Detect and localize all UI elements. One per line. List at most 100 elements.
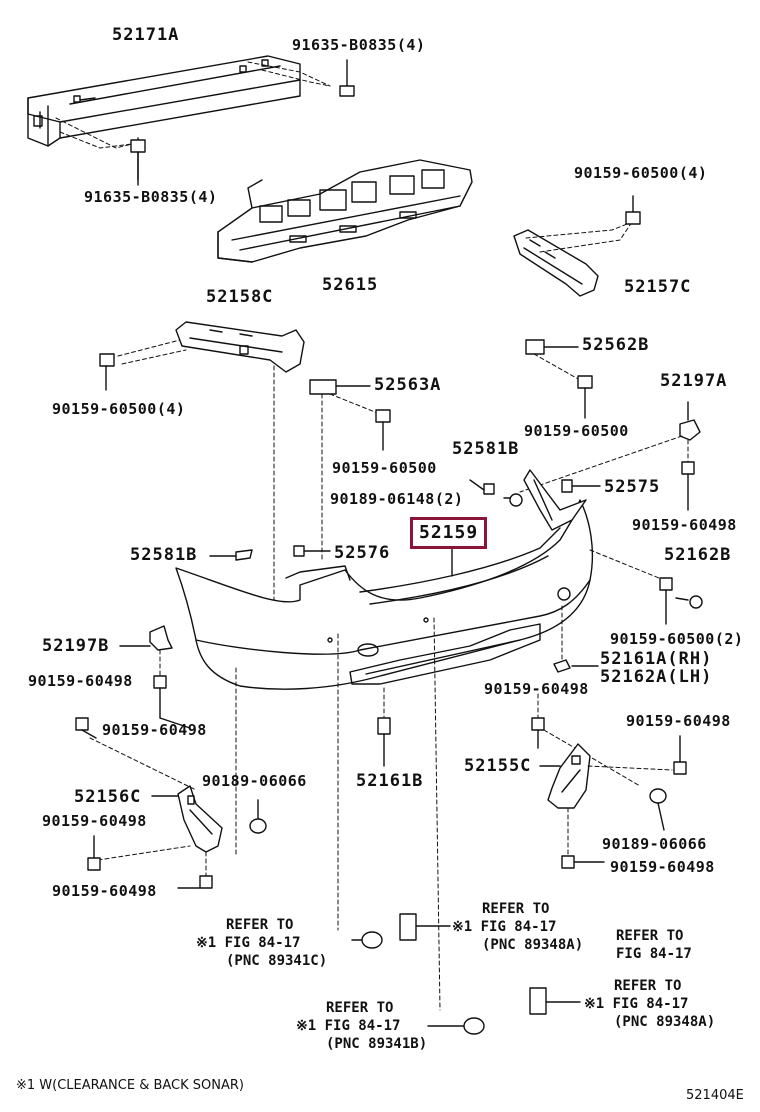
refer-line-3: (PNC 89348A) [482, 937, 584, 953]
label-90189-06066-left: 90189-06066 [202, 772, 307, 790]
sonar-sensor-c [352, 932, 382, 948]
label-90159-60498-l3: 90159-60498 [42, 812, 147, 830]
label-90159-60498-r1: 90159-60498 [632, 516, 737, 534]
label-90159-60498-r2: 90159-60498 [626, 712, 731, 730]
guides-reinforcement [56, 62, 330, 148]
refer-line-1: REFER TO [614, 978, 682, 994]
label-52171A: 52171A [112, 25, 180, 45]
label-52576: 52576 [334, 543, 391, 563]
label-52155C: 52155C [464, 756, 532, 776]
guide-52563A [322, 394, 380, 560]
refer-block-fig-84-17[interactable]: REFER TO FIG 84-17 [616, 927, 692, 963]
label-52162A: 52162A(LH) [600, 667, 713, 687]
nut-90189-06066-l [250, 800, 266, 833]
label-52615: 52615 [322, 275, 379, 295]
label-52161B: 52161B [356, 771, 424, 791]
guide-bolt-c [538, 694, 640, 786]
label-52158C: 52158C [206, 287, 274, 307]
refer-line-2: FIG 84-17 [616, 946, 692, 962]
label-52581B-top: 52581B [452, 439, 520, 459]
sonar-bracket-a2 [530, 988, 580, 1014]
clip-52576 [294, 546, 330, 556]
bolt-90159-60498-r2 [674, 736, 686, 774]
bolt-90159-60498-l2 [76, 718, 96, 738]
bolt-90159-60500-2 [660, 578, 672, 624]
label-52161A: 52161A(RH) [600, 649, 713, 669]
bolt-90159-60500-mid [376, 410, 390, 450]
bolt-90159-60500-mid-right [578, 376, 592, 418]
label-90159-60498-r3: 90159-60498 [610, 858, 715, 876]
label-52197A: 52197A [660, 371, 728, 391]
label-91635-top: 91635-B0835(4) [292, 36, 426, 54]
refer-block-89348A-b[interactable]: REFER TO ※1 FIG 84-17 (PNC 89348A) [584, 977, 715, 1031]
label-90159-60500-2: 90159-60500(2) [610, 630, 744, 648]
bolt-90159-60498-l3 [88, 836, 100, 870]
label-90189-06066-right: 90189-06066 [602, 835, 707, 853]
label-90159-60500-4-left: 90159-60500(4) [52, 400, 186, 418]
clip-52581B-left [210, 550, 252, 560]
sensor-52161A [554, 660, 598, 672]
bracket-52156C [152, 786, 222, 852]
bolt-91635-top [340, 60, 354, 96]
clip-52563A [310, 380, 370, 394]
label-90189-06148: 90189-06148(2) [330, 490, 464, 508]
label-90159-60500-mid: 90159-60500 [332, 459, 437, 477]
bolt-91635-left [131, 138, 145, 185]
clip-52162B [676, 596, 702, 608]
refer-block-89348A-a[interactable]: REFER TO ※1 FIG 84-17 (PNC 89348A) [452, 900, 583, 954]
bracket-52158C [176, 322, 304, 372]
label-52563A: 52563A [374, 375, 442, 395]
label-52197B: 52197B [42, 636, 110, 656]
label-52159-highlighted: 52159 [410, 517, 488, 549]
label-90159-60500-mid-right: 90159-60500 [524, 422, 629, 440]
label-90159-60498-c: 90159-60498 [484, 680, 589, 698]
guide-52155C [568, 766, 672, 856]
label-52162B: 52162B [664, 545, 732, 565]
label-90159-60498-l1: 90159-60498 [28, 672, 133, 690]
guides-52158C [118, 340, 274, 600]
clip-52161B [378, 718, 390, 766]
bolt-90159-60498-c [532, 718, 544, 748]
figure-code: 521404E [686, 1088, 744, 1103]
refer-line-2: ※1 FIG 84-17 [296, 1018, 401, 1034]
clip-52575 [562, 480, 600, 492]
bolt-90159-60500-left [100, 354, 114, 390]
label-52156C: 52156C [74, 787, 142, 807]
guide-52197A [520, 436, 688, 492]
guide-52197B [160, 650, 236, 856]
bolt-90159-60500-right [626, 196, 640, 224]
absorber-52615 [218, 160, 472, 262]
refer-line-1: REFER TO [326, 1000, 394, 1016]
label-90159-60500-4-right: 90159-60500(4) [574, 164, 708, 182]
footnote: ※1 W(CLEARANCE & BACK SONAR) [16, 1078, 244, 1093]
clip-52562B [526, 340, 578, 354]
reinforcement-52171A [28, 56, 300, 146]
refer-line-3: (PNC 89341C) [226, 953, 328, 969]
bolt-90159-60498-l4 [178, 876, 212, 888]
refer-block-89341B[interactable]: REFER TO ※1 FIG 84-17 (PNC 89341B) [296, 999, 427, 1053]
label-90159-60498-l4: 90159-60498 [52, 882, 157, 900]
label-52157C: 52157C [624, 277, 692, 297]
sonar-bracket-a [400, 914, 450, 940]
refer-line-2: ※1 FIG 84-17 [584, 996, 689, 1012]
guide-52156C [90, 738, 206, 876]
refer-line-3: (PNC 89341B) [326, 1036, 428, 1052]
refer-block-89341C[interactable]: REFER TO ※1 FIG 84-17 (PNC 89341C) [196, 916, 327, 970]
bolt-90159-60498-r3 [562, 856, 604, 868]
bracket-52155C [540, 744, 590, 808]
bracket-52157C [514, 230, 598, 296]
refer-line-2: ※1 FIG 84-17 [196, 935, 301, 951]
label-90159-60498-l2: 90159-60498 [102, 721, 207, 739]
nut-90189-06066-r [650, 789, 666, 830]
refer-line-3: (PNC 89348A) [614, 1014, 716, 1030]
label-52575: 52575 [604, 477, 661, 497]
bolt-90159-60498-l1 [154, 676, 190, 728]
refer-line-1: REFER TO [616, 928, 684, 944]
guides-52157C [526, 222, 632, 252]
sonar-sensor-b [428, 1018, 484, 1034]
guide-52562B [534, 354, 580, 380]
refer-line-1: REFER TO [482, 901, 550, 917]
label-91635-left: 91635-B0835(4) [84, 188, 218, 206]
clip-52197B [120, 626, 172, 650]
